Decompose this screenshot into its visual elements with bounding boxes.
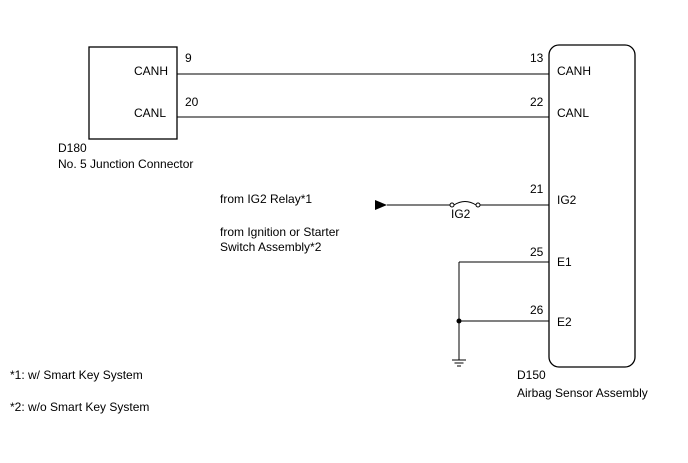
note-smart-key: *1: w/ Smart Key System [10,368,143,382]
ignition-source-line2: Switch Assembly*2 [220,240,322,254]
ignition-source-line1: from Ignition or Starter [220,225,339,239]
d150-pin-canh-number: 13 [530,51,544,65]
arrow-right-icon [375,200,387,210]
fuse-terminal-right [475,202,481,208]
d150-pin-e1-number: 25 [530,245,544,259]
d150-pin-ig2-number: 21 [530,182,544,196]
d180-pin-canh-number: 9 [185,51,192,65]
fuse-icon [453,201,477,206]
d150-pin-e1-label: E1 [557,255,572,269]
d180-connector-box [88,46,178,140]
ground-icon [452,359,466,367]
d180-pin-canl-number: 20 [185,95,199,109]
d150-pin-canh-label: CANH [557,64,591,78]
d180-id: D180 [58,141,87,155]
d150-pin-e2-label: E2 [557,315,572,329]
d180-name: No. 5 Junction Connector [58,157,193,171]
d180-pin-canh-label: CANH [134,64,168,78]
d150-name: Airbag Sensor Assembly [517,386,648,400]
d150-pin-canl-label: CANL [557,106,589,120]
d150-pin-canl-number: 22 [530,95,544,109]
ig2-relay-source-label: from IG2 Relay*1 [220,192,312,206]
note-no-smart-key: *2: w/o Smart Key System [10,400,149,414]
d180-pin-canl-label: CANL [134,106,166,120]
d150-connector-box [548,44,636,368]
d150-id: D150 [517,368,546,382]
splice-point [456,318,462,324]
fuse-label: IG2 [451,207,471,221]
d150-pin-ig2-label: IG2 [557,193,577,207]
d150-pin-e2-number: 26 [530,303,544,317]
